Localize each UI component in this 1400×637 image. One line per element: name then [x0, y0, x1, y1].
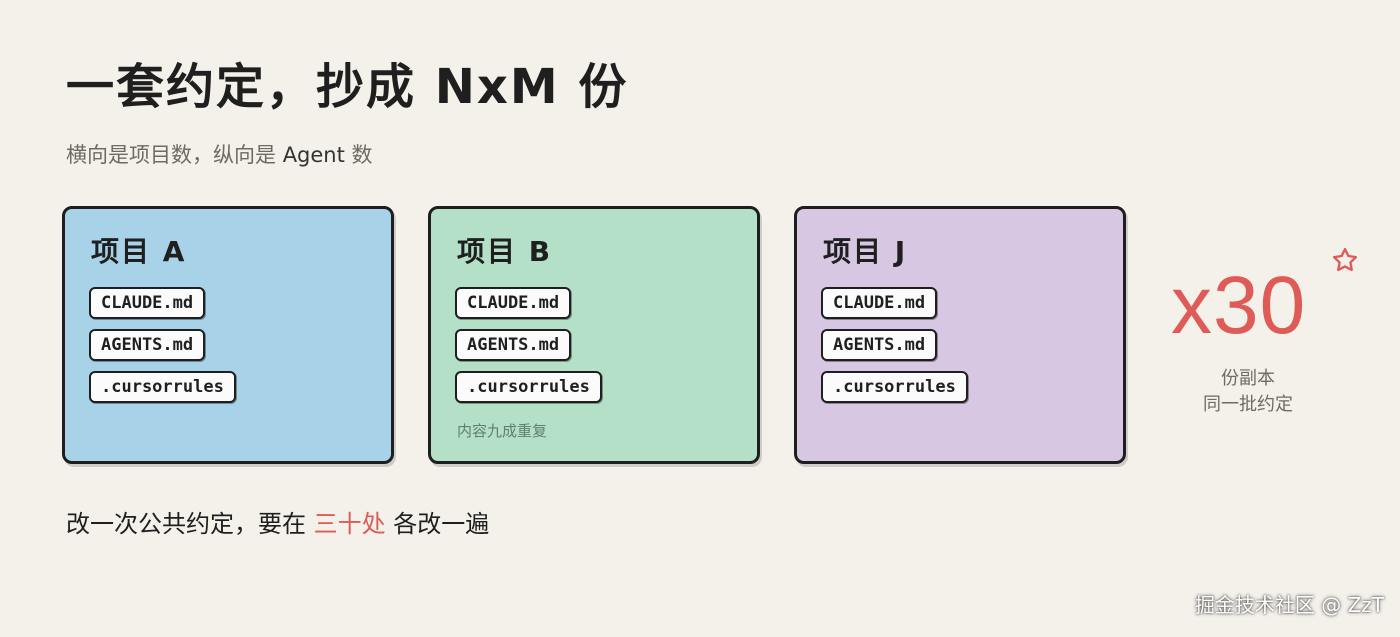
project-title: 项目 B: [457, 235, 553, 268]
file-chip-cursorrules: .cursorrules: [455, 371, 602, 403]
file-chip-cursorrules: .cursorrules: [821, 371, 968, 403]
file-chip-agents: AGENTS.md: [455, 329, 572, 361]
project-card-j: 项目 J CLAUDE.md AGENTS.md .cursorrules: [794, 206, 1126, 464]
file-chip-agents: AGENTS.md: [821, 329, 938, 361]
subtitle-suffix: 数: [351, 143, 373, 167]
star-icon: [1332, 247, 1358, 272]
file-chip-claude: CLAUDE.md: [455, 287, 572, 319]
subtitle-agent: Agent: [282, 143, 345, 167]
project-title: 项目 A: [91, 235, 187, 268]
bottom-prefix: 改一次公共约定，要在: [66, 510, 306, 538]
copies-label: 份副本 同一批约定: [1168, 366, 1328, 418]
copies-line-1: 份副本: [1221, 368, 1275, 389]
duplicate-note: 内容九成重复: [457, 422, 548, 440]
file-chip-claude: CLAUDE.md: [89, 287, 206, 319]
project-card-b: 项目 B CLAUDE.md AGENTS.md .cursorrules 内容…: [428, 206, 760, 464]
project-card-a: 项目 A CLAUDE.md AGENTS.md .cursorrules: [62, 206, 394, 464]
page-title: 一套约定，抄成 NxM 份: [66, 59, 629, 115]
multiplier-value: x30: [1171, 260, 1307, 351]
watermark: 掘金技术社区 @ ZzT: [1194, 593, 1384, 617]
bottom-highlight: 三十处: [313, 510, 386, 538]
file-chip-agents: AGENTS.md: [89, 329, 206, 361]
copies-line-2: 同一批约定: [1203, 394, 1293, 415]
subtitle-prefix: 横向是项目数，纵向是: [66, 143, 276, 167]
project-title: 项目 J: [823, 235, 908, 268]
subtitle: 横向是项目数，纵向是 Agent 数: [66, 140, 373, 170]
bottom-suffix: 各改一遍: [393, 510, 490, 538]
bottom-message: 改一次公共约定，要在 三十处 各改一遍: [66, 507, 489, 541]
file-chip-claude: CLAUDE.md: [821, 287, 938, 319]
file-chip-cursorrules: .cursorrules: [89, 371, 236, 403]
